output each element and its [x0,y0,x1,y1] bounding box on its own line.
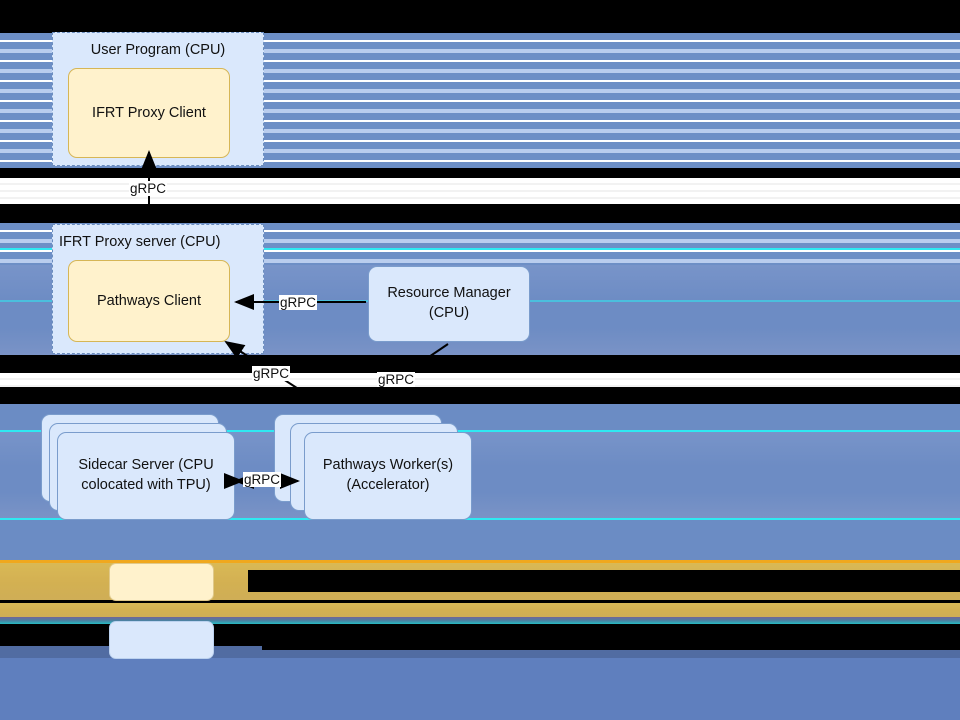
glitch-band-black-5 [0,387,960,404]
node-pathways-workers-label-line1: Pathways Worker(s) [322,457,454,474]
container-user-program-label: User Program (CPU) [90,42,226,58]
glitch-band-black-6 [0,600,960,603]
node-sidecar-server-label-line2: colocated with TPU) [81,477,211,493]
glitch-band-white-2 [0,373,960,387]
node-sidecar-server-label-line1: Sidecar Server (CPU [78,457,214,474]
edge-label-rm-down: gRPC [377,372,416,387]
edge-label-sidecar-to-pathways-client: gRPC [252,366,291,381]
glitch-line-cyan-3 [0,430,960,432]
glitch-band-blue-4 [0,520,960,560]
node-ifrt-proxy-client[interactable]: IFRT Proxy Client [68,68,230,158]
glitch-band-black-3 [0,204,960,223]
edge-label-client-to-proxy: gRPC [129,181,168,196]
glitch-line-cyan-4 [0,518,960,520]
glitch-line-orange [0,560,960,563]
glitch-band-black-top [0,0,960,33]
glitch-band-gold-2 [0,603,960,617]
node-resource-manager-label-line1: Resource Manager [387,285,511,302]
glitch-line-cyan-1 [0,248,960,250]
node-resource-manager[interactable]: Resource Manager (CPU) [368,266,530,342]
glitch-band-mixed-1 [0,617,960,624]
edge-label-rm-to-pathways: gRPC [279,295,318,310]
node-pathways-workers[interactable]: Pathways Worker(s) (Accelerator) [304,432,472,520]
node-sidecar-server[interactable]: Sidecar Server (CPU colocated with TPU) [57,432,235,520]
legend-swatch-blue [109,621,214,659]
container-ifrt-proxy-server-label: IFRT Proxy server (CPU) [59,234,221,250]
edge-label-sidecar-worker: gRPC [243,472,282,487]
glitch-occluder-legend-2 [262,628,960,650]
node-pathways-workers-label-line2: (Accelerator) [346,477,430,493]
node-ifrt-proxy-client-label: IFRT Proxy Client [92,105,206,121]
glitch-band-black-4 [0,355,960,373]
node-resource-manager-label-line2: (CPU) [428,305,470,321]
glitch-band-blue-6 [0,658,960,720]
legend-swatch-yellow [109,563,214,601]
glitch-occluder-legend-1 [248,570,960,592]
node-pathways-client-label: Pathways Client [97,293,201,309]
node-pathways-client[interactable]: Pathways Client [68,260,230,342]
glitch-band-black-2 [0,168,960,178]
